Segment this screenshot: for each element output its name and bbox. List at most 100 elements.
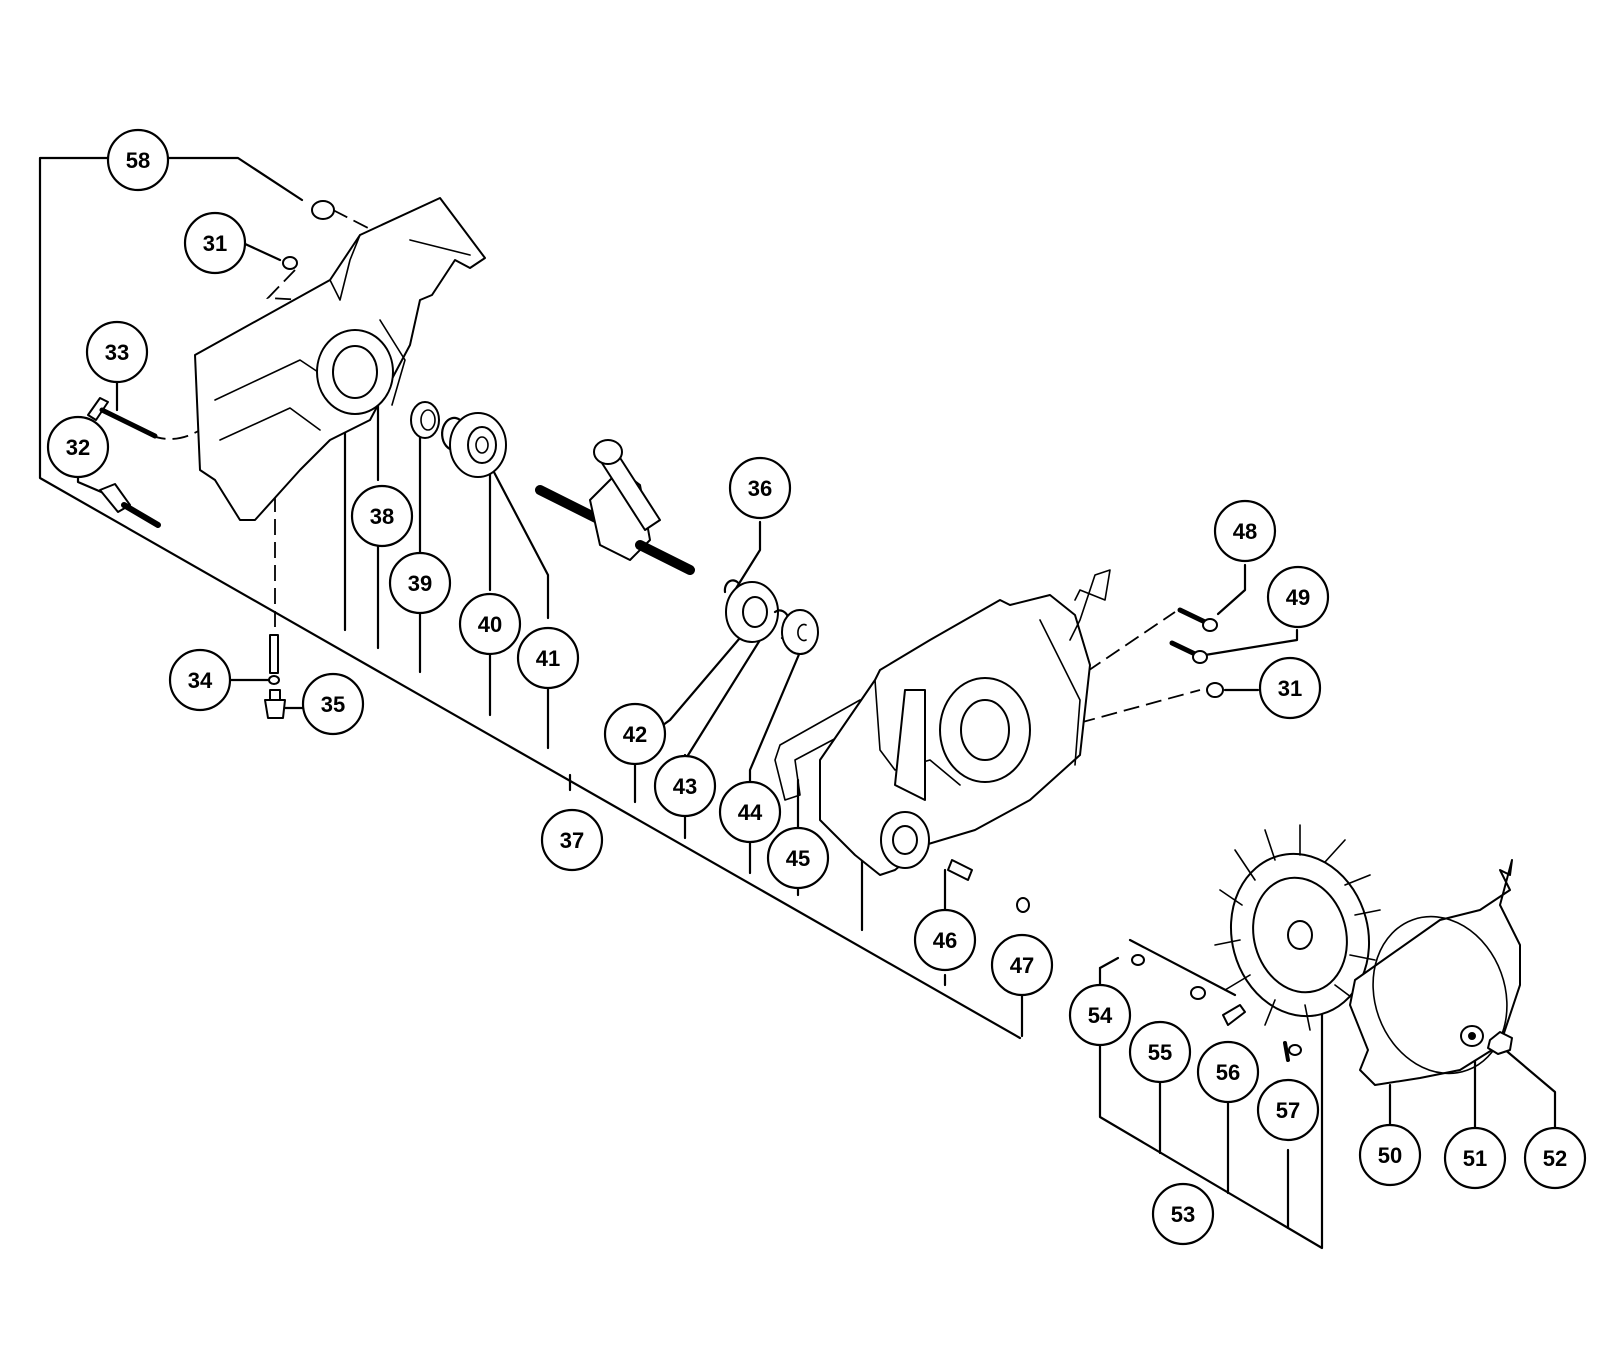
key-54 <box>1131 954 1145 966</box>
callout-38: 38 <box>350 484 414 548</box>
callout-45: 45 <box>766 826 830 890</box>
callout-circle <box>1523 1126 1587 1190</box>
callout-51: 51 <box>1443 1126 1507 1190</box>
callout-circle <box>990 933 1054 997</box>
callout-circle <box>766 826 830 890</box>
callout-circle <box>653 754 717 818</box>
callout-50: 50 <box>1358 1123 1422 1187</box>
callout-number: 48 <box>1233 519 1257 544</box>
callout-41: 41 <box>516 626 580 690</box>
callout-number: 37 <box>560 828 584 853</box>
callout-circle <box>350 484 414 548</box>
screw-48 <box>1177 607 1218 632</box>
callout-circle <box>85 320 149 384</box>
callout-number: 56 <box>1216 1060 1240 1085</box>
callout-number: 31 <box>203 231 227 256</box>
callout-circle <box>168 648 232 712</box>
callout-42: 42 <box>603 702 667 766</box>
plug-31-top <box>282 256 298 270</box>
stud-34 <box>268 634 280 685</box>
callout-44: 44 <box>718 780 782 844</box>
callout-47: 47 <box>990 933 1054 997</box>
left-crankcase-half <box>194 197 486 521</box>
callout-circle <box>516 626 580 690</box>
callout-49: 49 <box>1266 565 1330 629</box>
screw-57 <box>1283 1041 1302 1062</box>
callout-52: 52 <box>1523 1126 1587 1190</box>
callout-number: 33 <box>105 340 129 365</box>
nut-52 <box>1487 1031 1513 1055</box>
callout-circle <box>1068 983 1132 1047</box>
callout-circle <box>458 592 522 656</box>
callout-number: 51 <box>1463 1146 1487 1171</box>
callout-number: 54 <box>1088 1003 1113 1028</box>
callout-31: 31 <box>1258 656 1322 720</box>
nut-55 <box>1190 986 1206 1000</box>
callout-48: 48 <box>1213 499 1277 563</box>
right-crankcase-half <box>819 569 1111 876</box>
callout-circle <box>1443 1126 1507 1190</box>
callout-circle <box>388 551 452 615</box>
crankshaft <box>535 439 695 575</box>
callout-53: 53 <box>1151 1182 1215 1246</box>
callout-number: 53 <box>1171 1202 1195 1227</box>
callout-54: 54 <box>1068 983 1132 1047</box>
callout-39: 39 <box>388 551 452 615</box>
fan-cover-50 <box>1349 859 1521 1086</box>
callout-33: 33 <box>85 320 149 384</box>
callout-56: 56 <box>1196 1040 1260 1104</box>
spring-56 <box>1222 1004 1246 1026</box>
flywheel <box>1214 824 1381 1031</box>
fitting-46 <box>947 859 973 881</box>
callout-number: 42 <box>623 722 647 747</box>
screw-49 <box>1169 640 1208 664</box>
callout-number: 36 <box>748 476 772 501</box>
callout-58: 58 <box>106 128 170 192</box>
callout-circle <box>301 672 365 736</box>
callout-number: 31 <box>1278 676 1302 701</box>
callout-circle <box>540 808 604 872</box>
callout-number: 40 <box>478 612 502 637</box>
callout-number: 35 <box>321 692 345 717</box>
callout-number: 44 <box>738 800 763 825</box>
bearing-41 <box>449 412 507 478</box>
callout-57: 57 <box>1256 1078 1320 1142</box>
washer-51 <box>1460 1025 1484 1047</box>
callout-circle <box>1256 1078 1320 1142</box>
callout-circle <box>728 456 792 520</box>
callout-circle <box>1213 499 1277 563</box>
callout-43: 43 <box>653 754 717 818</box>
callout-number: 57 <box>1276 1098 1300 1123</box>
callout-circle <box>1151 1182 1215 1246</box>
callout-number: 58 <box>126 148 150 173</box>
callout-46: 46 <box>913 908 977 972</box>
callout-number: 41 <box>536 646 560 671</box>
callout-circle <box>718 780 782 844</box>
callout-circle <box>106 128 170 192</box>
plug-31-right <box>1206 682 1224 698</box>
fitting-35 <box>264 689 286 719</box>
callout-40: 40 <box>458 592 522 656</box>
callout-37: 37 <box>540 808 604 872</box>
bolt-33 <box>87 397 158 439</box>
callout-number: 46 <box>933 928 957 953</box>
seal-39 <box>410 401 440 439</box>
callout-number: 43 <box>673 774 697 799</box>
callout-31: 31 <box>183 211 247 275</box>
callout-circle <box>603 702 667 766</box>
callout-circle <box>1128 1020 1192 1084</box>
callout-35: 35 <box>301 672 365 736</box>
pin-58 <box>311 200 335 220</box>
callout-number: 49 <box>1286 585 1310 610</box>
callout-number: 38 <box>370 504 394 529</box>
callout-34: 34 <box>168 648 232 712</box>
callout-number: 47 <box>1010 953 1034 978</box>
o-ring-47 <box>1016 897 1030 913</box>
callout-number: 52 <box>1543 1146 1567 1171</box>
callout-32: 32 <box>46 415 110 479</box>
callout-number: 45 <box>786 846 810 871</box>
callout-number: 39 <box>408 571 432 596</box>
callout-circle <box>183 211 247 275</box>
